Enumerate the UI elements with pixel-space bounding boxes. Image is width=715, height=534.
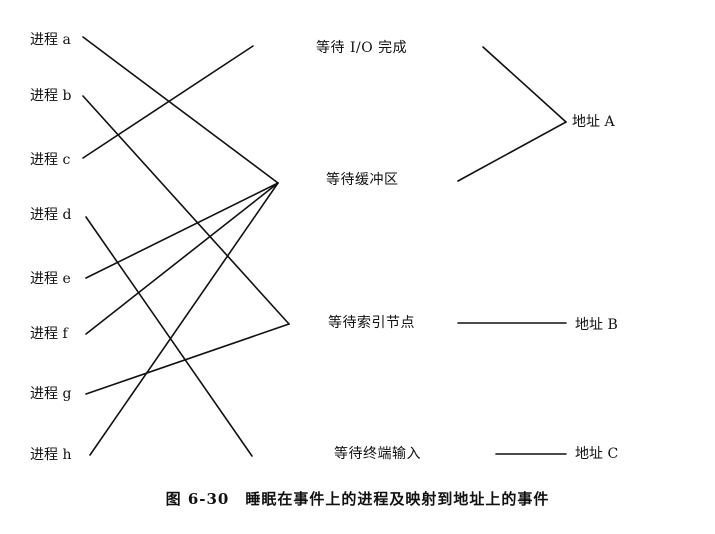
edge-process-b-to-inode xyxy=(82,95,290,325)
edge-event-buffer-to-address-A xyxy=(457,121,567,182)
edge-process-c-to-io xyxy=(82,45,254,159)
process-label-c: 进程 c xyxy=(30,152,71,168)
address-label-B: 地址 B xyxy=(575,317,618,333)
event-label-buffer: 等待缓冲区 xyxy=(326,172,399,188)
process-label-h: 进程 h xyxy=(30,447,72,463)
process-label-f: 进程 f xyxy=(30,326,68,342)
edge-process-h-to-buffer xyxy=(89,182,279,456)
address-label-C: 地址 C xyxy=(575,446,619,462)
connection-lines xyxy=(82,36,567,457)
figure-caption: 图 6-30 睡眠在事件上的进程及映射到地址上的事件 xyxy=(165,490,550,508)
process-label-b: 进程 b xyxy=(30,88,72,104)
process-label-e: 进程 e xyxy=(30,271,71,287)
edge-process-a-to-buffer xyxy=(82,36,279,184)
address-label-A: 地址 A xyxy=(572,114,615,130)
event-label-inode: 等待索引节点 xyxy=(328,315,415,331)
event-label-io: 等待 I/O 完成 xyxy=(316,40,408,56)
event-label-terminal: 等待终端输入 xyxy=(334,446,421,462)
edge-process-e-to-buffer xyxy=(85,182,279,279)
edge-process-g-to-inode xyxy=(85,323,290,395)
process-label-d: 进程 d xyxy=(30,207,72,223)
edge-process-f-to-buffer xyxy=(85,182,279,335)
edge-process-d-to-terminal xyxy=(85,216,253,457)
process-label-a: 进程 a xyxy=(30,32,71,48)
process-label-g: 进程 g xyxy=(30,386,72,402)
edge-event-io-to-address-A xyxy=(482,46,567,123)
